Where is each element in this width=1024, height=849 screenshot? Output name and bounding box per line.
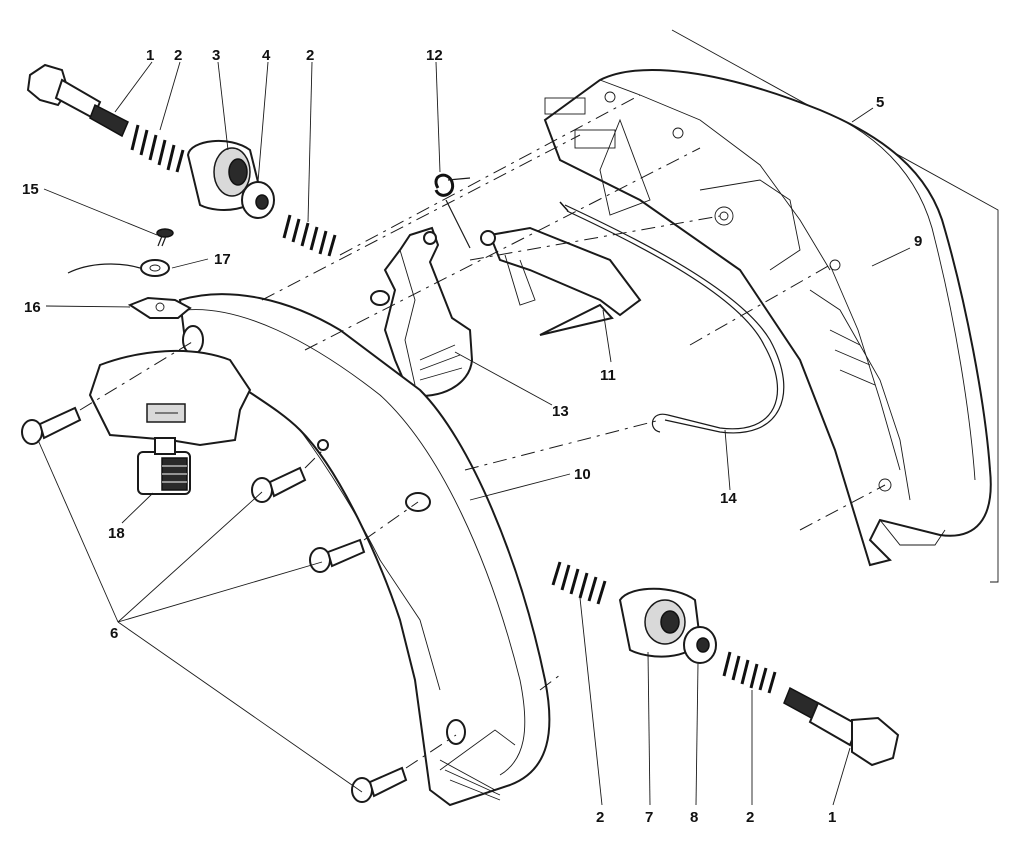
- torsion-spring-part-12: [434, 173, 471, 249]
- bolt-part-1-bottom: [783, 686, 900, 767]
- label-7: 7: [645, 809, 653, 826]
- label-13: 13: [552, 403, 569, 420]
- spring-part-2-bottom-b: [722, 651, 777, 694]
- label-2-bottom-b: 2: [746, 809, 754, 826]
- label-14: 14: [720, 490, 737, 507]
- label-15: 15: [22, 181, 39, 198]
- bolt-part-1-top: [26, 63, 129, 138]
- spring-part-2-top-b: [282, 214, 337, 257]
- part-9-guide: [829, 264, 901, 471]
- ground-wire-part-17: [67, 259, 170, 277]
- label-8: 8: [690, 809, 698, 826]
- label-2-top-a: 2: [174, 47, 182, 64]
- label-2-top-b: 2: [306, 47, 314, 64]
- trigger-part-13: [370, 226, 474, 397]
- washer-part-8: [683, 626, 717, 664]
- clamp-part-16: [127, 296, 192, 319]
- label-6: 6: [110, 625, 118, 642]
- label-5: 5: [876, 94, 884, 111]
- screw-part-6-c: [309, 538, 366, 573]
- screw-part-6-a: [21, 406, 82, 445]
- screw-part-6-b: [251, 466, 307, 503]
- label-4: 4: [262, 47, 271, 64]
- label-17: 17: [214, 251, 231, 268]
- label-3: 3: [212, 47, 220, 64]
- label-16: 16: [24, 299, 41, 316]
- washer-part-4: [241, 181, 275, 219]
- label-2-bottom-a: 2: [596, 809, 604, 826]
- label-1-top: 1: [146, 47, 154, 64]
- assembly-axis-lines: [79, 94, 886, 769]
- screw-part-15: [156, 228, 174, 247]
- throttle-cable-part-14: [559, 201, 785, 434]
- label-9: 9: [914, 233, 922, 250]
- spring-part-2-top-a: [130, 124, 185, 173]
- switch-part-18: [137, 437, 191, 495]
- screw-part-6-d: [351, 766, 408, 803]
- rear-housing-part-5: [543, 69, 992, 567]
- leader-lines: [37, 61, 911, 806]
- part-labels: 1 2 3 4 2 12 5 15 17 16 9 11 13 10 14 18…: [22, 47, 922, 826]
- label-12: 12: [426, 47, 443, 64]
- label-11: 11: [600, 367, 616, 384]
- label-1-bottom: 1: [828, 809, 836, 826]
- bearing-part-7: [618, 587, 702, 658]
- bearing-part-3: [186, 139, 262, 211]
- motor-housing: [88, 349, 252, 447]
- label-18: 18: [108, 525, 125, 542]
- spring-part-2-bottom-a: [551, 561, 607, 605]
- label-10: 10: [574, 466, 591, 483]
